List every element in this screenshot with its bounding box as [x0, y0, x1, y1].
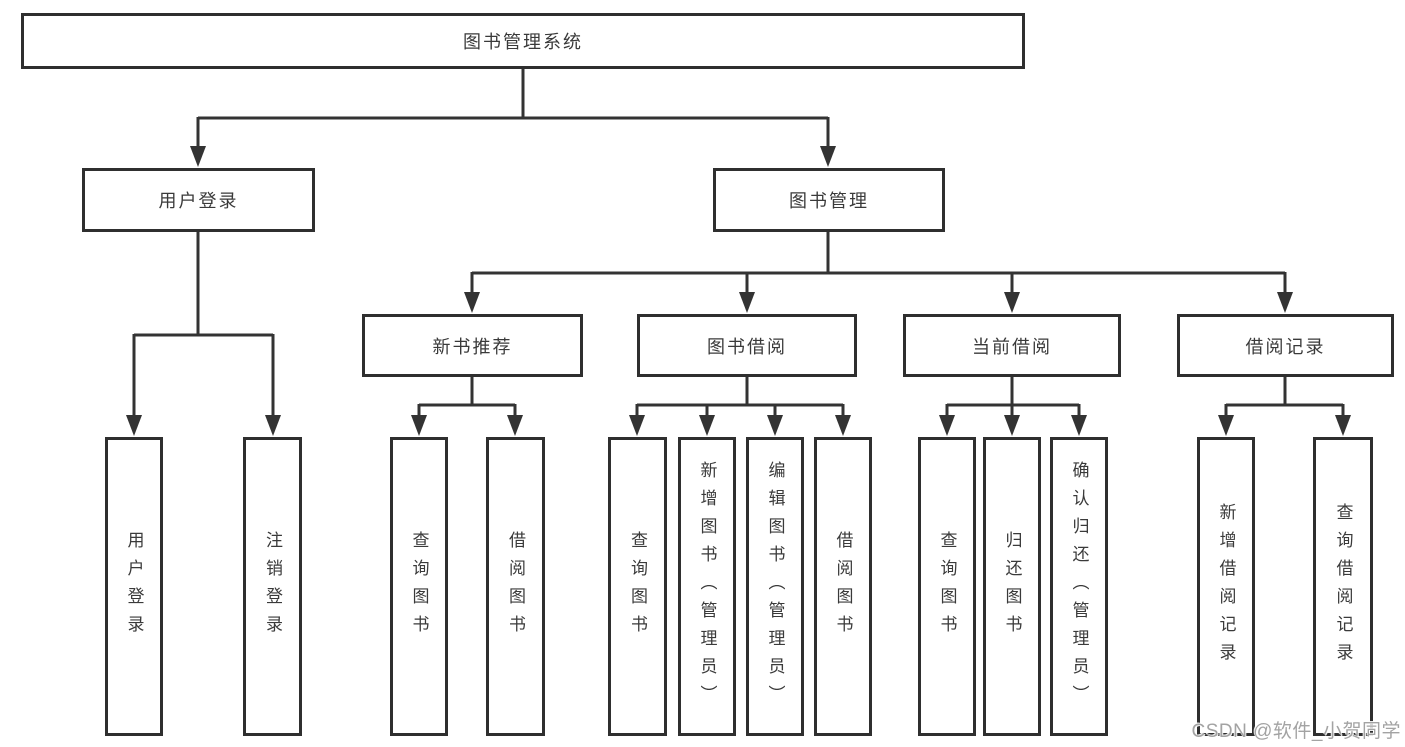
connector-user-login-children: [132, 232, 275, 420]
leaf-borrow-edit-books-admin: 编辑图书（管理员）: [746, 437, 804, 736]
node-new-book-recommend: 新书推荐: [362, 314, 583, 377]
leaf-current-query-books: 查询图书: [918, 437, 976, 736]
leaf-user-login: 用户登录: [105, 437, 163, 736]
connector-root-to-level2: [196, 69, 830, 150]
leaf-newrec-borrow-books: 借阅图书: [486, 437, 545, 736]
connector-book-borrow-children: [635, 403, 845, 420]
connector-borrow-records-children: [1224, 403, 1345, 420]
leaf-records-query-record: 查询借阅记录: [1313, 437, 1373, 736]
node-book-borrow: 图书借阅: [637, 314, 857, 377]
leaf-records-add-record: 新增借阅记录: [1197, 437, 1255, 736]
leaf-borrow-borrow-books: 借阅图书: [814, 437, 872, 736]
connector-current-borrow-children: [945, 403, 1081, 420]
node-book-management: 图书管理: [713, 168, 945, 232]
csdn-watermark: CSDN @软件_小贺同学: [1191, 721, 1401, 742]
leaf-borrow-query-books: 查询图书: [608, 437, 667, 736]
connector-new-book-rec-children: [417, 403, 517, 420]
node-root: 图书管理系统: [21, 13, 1025, 69]
leaf-current-confirm-return-admin: 确认归还（管理员）: [1050, 437, 1108, 736]
connector-book-mgmt-children: [470, 232, 1287, 297]
node-current-borrow: 当前借阅: [903, 314, 1121, 377]
node-user-login: 用户登录: [82, 168, 315, 232]
leaf-logout: 注销登录: [243, 437, 302, 736]
arrowheads: [126, 146, 1351, 436]
leaf-newrec-query-books: 查询图书: [390, 437, 448, 736]
node-borrow-records: 借阅记录: [1177, 314, 1394, 377]
leaf-borrow-add-books-admin: 新增图书（管理员）: [678, 437, 736, 736]
connector-level3-stems: [470, 377, 1287, 405]
leaf-current-return-books: 归还图书: [983, 437, 1041, 736]
